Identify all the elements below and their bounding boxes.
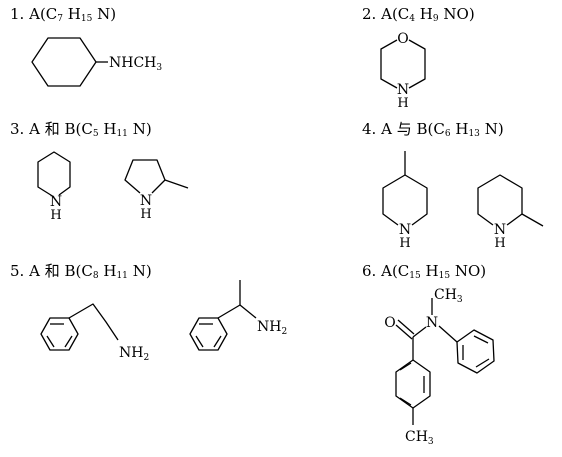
n-ch3-label: CH3 — [434, 287, 463, 305]
piperidine-ring — [477, 174, 523, 226]
nitrogen-label: N — [426, 315, 438, 331]
aromatic-double-bond — [473, 335, 489, 344]
bond-ring-ch — [217, 304, 241, 319]
problem-number: 6. — [362, 262, 377, 280]
nh2-label: NH2 — [257, 319, 287, 337]
structure-5b-1-phenylethylamine: NH2 — [189, 280, 287, 351]
nitrogen-label: N — [397, 82, 409, 98]
structure-6-n-methyl-n-phenyl-4-methylbenzamide: O N CH3 CH3 — [384, 287, 495, 447]
aromatic-double-bond — [46, 335, 55, 348]
compound-label: A 与 B — [381, 120, 428, 138]
problem-number: 4. — [362, 120, 377, 138]
methyl-bond — [521, 213, 544, 227]
formula-c: C — [45, 5, 58, 23]
aromatic-double-bond — [195, 335, 204, 348]
caption-5: 5. A 和 B(C8 H11 N) — [10, 262, 152, 281]
structure-5a-2-phenylethylamine: NH2 — [40, 303, 149, 363]
nhch3-label: NHCH3 — [109, 55, 162, 73]
aromatic-double-bond — [399, 397, 412, 406]
hydrogen-label: H — [50, 208, 61, 223]
caption-3: 3. A 和 B(C5 H11 N) — [10, 120, 152, 139]
structure-3b-2-methylpyrrolidine: N H — [124, 159, 189, 222]
nitrogen-label: N — [50, 194, 62, 210]
nitrogen-label: N — [140, 193, 152, 209]
hydrogen-label: H — [140, 207, 151, 222]
nitrogen-label: N — [494, 222, 506, 238]
caption-1: 1. A(C7 H15 N) — [10, 5, 117, 24]
oxygen-label: O — [397, 31, 408, 47]
problem-number: 2. — [362, 5, 377, 23]
morpholine-right-bonds — [408, 39, 426, 89]
bond-c-n — [239, 304, 257, 319]
compound-label: A 和 B — [29, 262, 76, 280]
bond-c-n — [412, 326, 427, 338]
morpholine-left-bonds — [380, 39, 398, 89]
oxygen-label: O — [384, 315, 395, 331]
benzene-ring — [40, 317, 79, 351]
pyrrolidine-ring — [124, 159, 166, 194]
aromatic-double-bond — [213, 335, 222, 348]
caption-4: 4. A 与 B(C6 H13 N) — [362, 120, 504, 139]
bond-n-phenyl — [438, 325, 458, 343]
caption-6: 6. A(C15 H15 NO) — [362, 262, 487, 281]
compound-label: A 和 B — [29, 120, 76, 138]
cyclohexane-ring — [31, 37, 97, 87]
structure-1-n-methylcyclohexylamine: NHCH3 — [31, 37, 162, 87]
problem-number: 1. — [10, 5, 25, 23]
structure-4a-4-methylpiperidine: N H — [382, 151, 428, 251]
hydrogen-label: H — [397, 96, 408, 111]
compound-label: A — [381, 262, 392, 280]
tolyl-ring — [395, 359, 431, 409]
phenyl-ring — [456, 329, 495, 374]
hydrogen-label: H — [494, 236, 505, 251]
compound-label: A — [29, 5, 40, 23]
piperidine-ring — [37, 151, 71, 198]
aromatic-double-bond — [64, 335, 73, 348]
piperidine-ring — [382, 174, 428, 226]
structure-4b-2-methylpiperidine: N H — [477, 174, 544, 251]
problem-number: 3. — [10, 120, 25, 138]
structure-3a-piperidine: N H — [37, 151, 71, 223]
aromatic-double-bond — [399, 362, 412, 371]
methyl-bond — [164, 179, 189, 189]
hydrogen-label: H — [399, 236, 410, 251]
caption-2: 2. A(C4 H9 NO) — [362, 5, 475, 24]
structure-2-morpholine: O N H — [380, 31, 426, 111]
carbonyl-double-bond — [395, 324, 413, 340]
compound-label: A — [381, 5, 392, 23]
carbonyl-double-bond — [397, 319, 415, 335]
aromatic-double-bond — [475, 358, 490, 368]
benzene-ring — [189, 317, 228, 351]
problem-number: 5. — [10, 262, 25, 280]
para-ch3-label: CH3 — [405, 429, 434, 447]
ethyl-chain — [68, 303, 119, 341]
nh2-label: NH2 — [119, 345, 149, 363]
nitrogen-label: N — [399, 222, 411, 238]
